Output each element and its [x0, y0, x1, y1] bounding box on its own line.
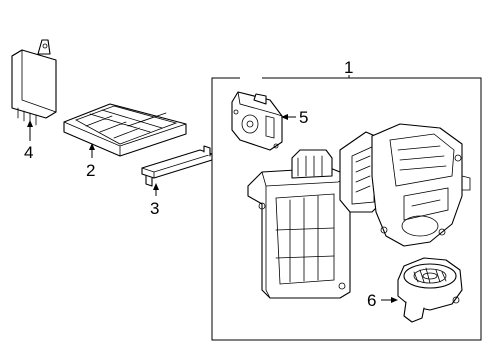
- callout-4-label: 4: [24, 143, 33, 162]
- part-5-actuator: [231, 91, 283, 151]
- part-6-blower-motor: [397, 257, 463, 323]
- callout-2-label: 2: [86, 161, 95, 180]
- part-2-filter: [63, 103, 187, 157]
- callout-4-arrowhead: [27, 120, 33, 127]
- callout-3-label: 3: [150, 199, 159, 218]
- part-3-cover: [141, 145, 213, 187]
- assembly-frame: [211, 77, 482, 341]
- callout-3-arrowhead: [153, 183, 159, 190]
- callout-6-label: 6: [367, 291, 376, 310]
- callout-5-label: 5: [299, 108, 308, 127]
- callout-6-arrowhead: [391, 297, 398, 303]
- part-4-module: [11, 39, 57, 126]
- callout-5-arrowhead: [281, 114, 288, 120]
- part-1-hvac-housing: [247, 123, 471, 299]
- callout-2-arrowhead: [89, 143, 95, 150]
- callout-1-label: 1: [344, 58, 353, 77]
